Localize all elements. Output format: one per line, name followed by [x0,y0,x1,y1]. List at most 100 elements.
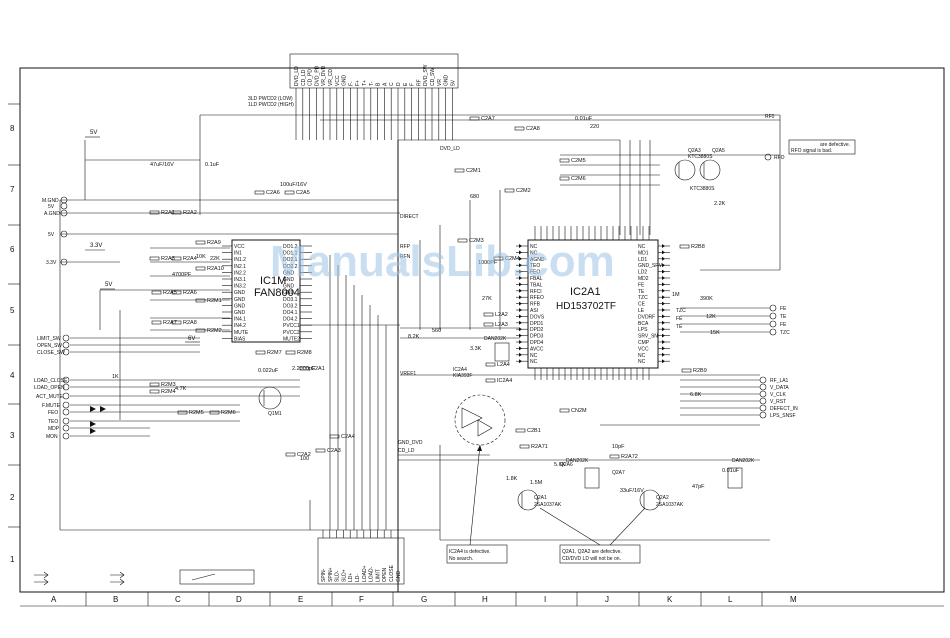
connector-pin-label: LOAD+ [362,565,368,582]
right-signal-connectors: RF_LA1 V_DATA V_CLK V_RST DEFECT_IN LPS_… [759,304,798,419]
ic-pin-label: GND [234,303,246,309]
ic-pin-label: GND [283,290,295,296]
ic2a4: IC2A4 KIA393F [453,367,506,546]
connector-pin-label: LD- [355,574,361,582]
col-label: D [236,595,242,604]
ic-pin-label: TEO [530,263,540,269]
transistor-ref: Q2A6 [560,462,573,468]
left-terminals: M.GND 5V A.GND 5V 3.3V [42,196,68,266]
component-ref: R2M8 [297,350,312,356]
component: R2A7 [151,320,177,326]
component-ref: C2A5 [296,190,310,196]
component-value: 0.1uF [205,162,220,168]
component-value: 1K [112,374,119,380]
test-point: TZC [780,330,790,336]
ic-pin-label: CMP [638,340,650,346]
ic-pin-label: VCC [234,244,245,250]
transistor-ref: Q2A2 [656,495,669,501]
connector-pin-label: C [389,82,395,86]
component-value: 1.8K [506,476,518,482]
component-ref: CN2M [571,408,587,414]
component-value: 10pF [612,444,625,450]
ic-pin-label: NC [638,244,646,250]
component-ref: C2A6 [266,190,280,196]
component: R2M8 [285,350,312,356]
terminal-label: M.GND [42,198,59,204]
connector-pin-label: CD_LD [301,69,307,86]
row-label: 6 [10,245,15,254]
ic-pin-label: NC [530,353,538,359]
net-label: FE [676,316,683,322]
component-value: 3.3K [470,346,482,352]
component-value: 100 [300,456,309,462]
component: C2M4 [493,256,520,262]
ic-pin-label: DO2.2 [283,264,298,270]
ic-pin-label: DVDRF [638,314,655,320]
col-label: G [421,595,427,604]
ic-pin-label: IN1 [234,251,242,257]
ic-pin-label: CE [638,302,646,308]
component: L2A4 [485,362,510,368]
component-ref: C2A7 [481,116,495,122]
component-ref: R2A72 [621,454,638,460]
signal-label: F.MUTE [42,403,61,409]
connector-pin-label: RF [416,79,422,86]
ic-pin-label: DPD2 [530,327,544,333]
connector-pin-label: SLD- [335,570,341,582]
connector-pin-label: B [376,82,382,86]
ic2a1-part: HD153702TF [556,301,616,312]
ic-pin-label: MD2 [638,276,649,282]
ic-pin-label: AGND [530,257,545,263]
component-ref: R2M6 [221,410,236,416]
signal-label: MDP [48,426,60,432]
connector-pin-label: A [382,82,388,86]
col-label: A [51,595,57,604]
signal-label: LPS_SNSF [770,413,796,419]
rf0-label: RF0 [765,114,775,120]
component: L2A2 [483,312,508,318]
ic-pin-label: NC [638,353,646,359]
row-labels: 8 7 6 5 4 3 2 1 [8,103,20,564]
row-label: 2 [10,493,15,502]
ic-pin-label: GND [283,284,295,290]
component: R2A5 [151,290,177,296]
component-value: 100uF/16V [280,182,307,188]
ic-pin-label: DPD1 [530,321,544,327]
transistors: Q2A1 Q2A2 Q2A3 Q2A5 Q1M1 2SA1037AK 2SA10… [258,148,725,511]
component: C2M2 [504,188,531,194]
diode-ref: DAN202K [484,336,507,342]
net-label: RFN [400,254,411,260]
diodes: DAN202K DAN202K DAN202K [484,336,755,489]
ic-pin-label: AVCC [530,346,544,352]
ic-pin-label: MD1 [638,250,649,256]
power-labels: 5V 3.3V 5V 6V [85,130,200,343]
signal-label: V_CLK [770,392,787,398]
ic-pin-label: NC [530,244,538,250]
ic-pin-label: IN2.2 [234,270,246,276]
ic-pin-label: BCA [638,321,649,327]
component-value: 5.6K [554,462,566,468]
ic-pin-label: LD2 [638,270,647,276]
ic-pin-label: SRV_SN [638,334,658,340]
component-value: 10K [196,254,206,260]
transistor-ref: Q1M1 [268,411,282,417]
ic-pin-label: LPS [638,327,648,333]
row-label: 4 [10,371,15,380]
component: R2M5 [177,410,204,416]
component-value: 47pF [692,484,705,490]
row-label: 1 [10,555,15,564]
component-value: 2.2K [714,201,726,207]
col-label: B [113,595,118,604]
component: C2M5 [559,158,586,164]
test-point: FE [780,306,787,312]
signal-label: TEO [48,419,58,425]
component-ref: R2B9 [693,368,707,374]
component: R2A4 [171,256,197,262]
col-label: K [667,595,673,604]
power-label: 6V [188,336,195,342]
ic-pin-label: LE [638,308,645,314]
transistor-part: 2SA1037AK [656,502,684,508]
